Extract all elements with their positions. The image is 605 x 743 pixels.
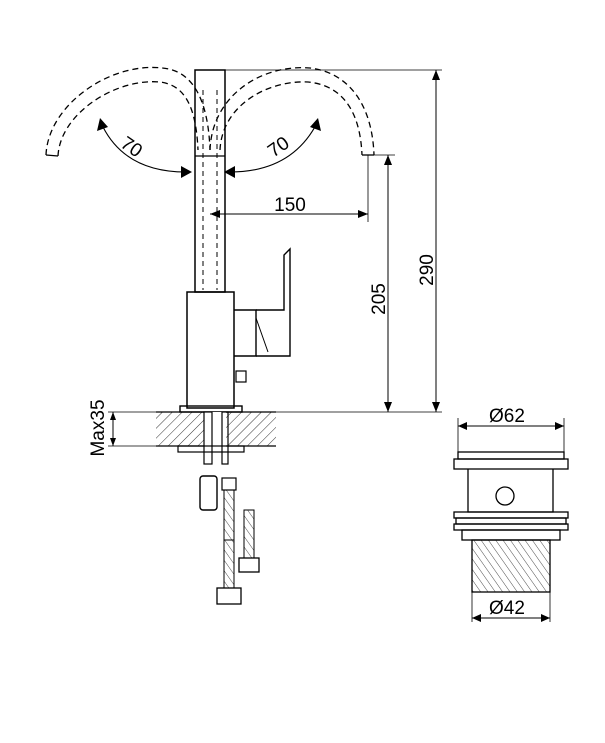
deck-section bbox=[156, 411, 276, 453]
waste-drain bbox=[453, 418, 569, 622]
angle-arrow-left bbox=[97, 118, 192, 178]
dimension-deck-thickness bbox=[108, 411, 156, 447]
dimension-spout-reach bbox=[210, 155, 369, 222]
spout-swivel-left bbox=[45, 66, 211, 157]
dimension-total-height bbox=[225, 69, 442, 413]
waste-top-diameter-label: Ø62 bbox=[489, 406, 525, 427]
angle-arrow-right bbox=[224, 118, 321, 178]
supply-pipes bbox=[199, 411, 260, 605]
spout-reach-label: 150 bbox=[274, 195, 306, 216]
spout-swivel-right bbox=[209, 67, 375, 156]
waste-thread-diameter-label: Ø42 bbox=[489, 598, 525, 619]
spout-height-label: 205 bbox=[369, 283, 390, 315]
total-height-label: 290 bbox=[417, 254, 438, 286]
faucet-body bbox=[179, 69, 291, 413]
angle-label-left: 70 bbox=[116, 133, 145, 162]
dimension-spout-height bbox=[374, 154, 395, 412]
deck-thickness-label: Max35 bbox=[88, 399, 109, 456]
angle-label-right: 70 bbox=[264, 133, 293, 162]
